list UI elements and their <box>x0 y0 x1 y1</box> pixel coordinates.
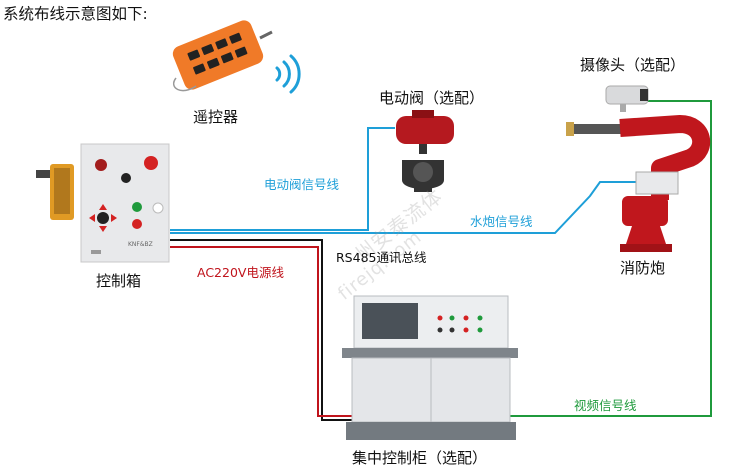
central-cabinet-image <box>342 295 518 440</box>
rs485-bus-label: RS485通讯总线 <box>336 250 427 265</box>
water-cannon-signal-wire <box>170 181 636 234</box>
power-line-label: AC220V电源线 <box>197 265 284 280</box>
power-wire <box>170 246 352 417</box>
valve-signal-label: 电动阀信号线 <box>264 177 340 192</box>
remote-label: 遥控器 <box>193 108 239 126</box>
valve-signal-wire <box>170 127 395 231</box>
water-cannon-signal-label: 水炮信号线 <box>470 214 533 229</box>
fire-monitor-image <box>566 115 711 252</box>
page-title: 系统布线示意图如下: <box>3 5 148 23</box>
camera-label: 摄像头（选配） <box>580 56 686 74</box>
rs485-wire <box>170 239 352 421</box>
control-box-image <box>36 143 170 263</box>
remote-control-image <box>172 20 273 92</box>
video-signal-wire <box>500 100 712 417</box>
video-signal-label: 视频信号线 <box>574 398 637 413</box>
camera-image <box>605 85 649 112</box>
wireless-signal-icon <box>275 54 301 94</box>
control-box-label: 控制箱 <box>96 272 142 290</box>
central-cabinet-label: 集中控制柜（选配） <box>352 449 488 467</box>
fire-monitor-label: 消防炮 <box>620 259 666 277</box>
electric-valve-label: 电动阀（选配） <box>379 89 485 107</box>
control-box-brand: KNF&BZ <box>128 241 153 248</box>
electric-valve-image <box>396 110 454 192</box>
